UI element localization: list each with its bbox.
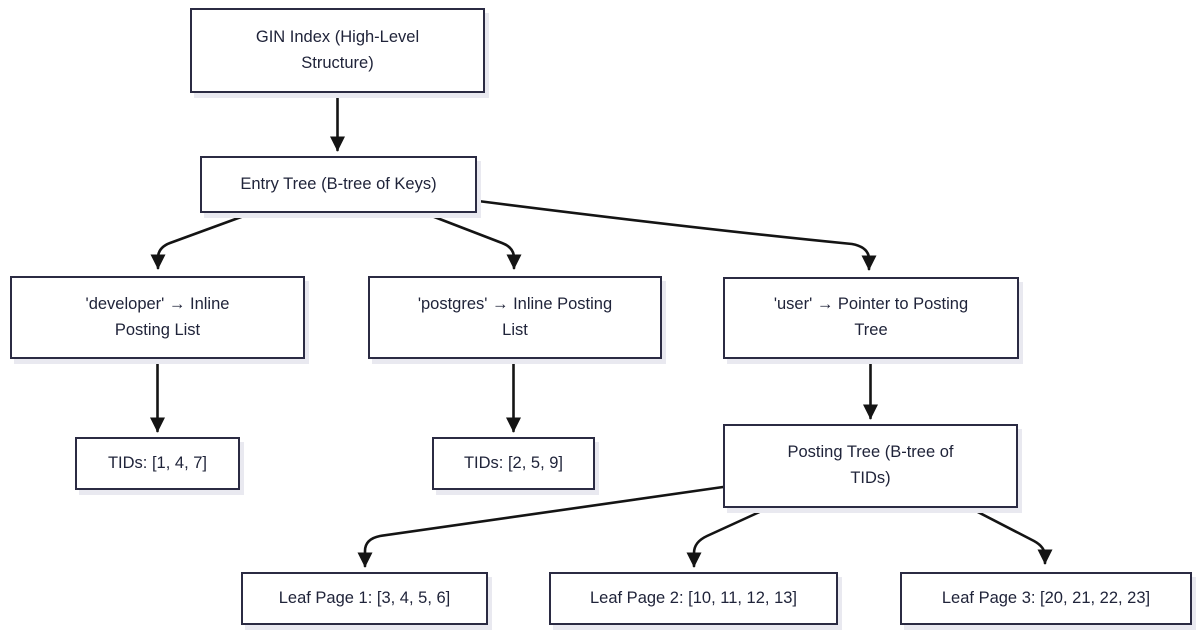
node-leaf-page-1-label: Leaf Page 1: [3, 4, 5, 6] — [278, 588, 451, 607]
node-leaf-page-3-label: Leaf Page 3: [20, 21, 22, 23] — [941, 588, 1151, 607]
node-leaf-page-1: Leaf Page 1: [3, 4, 5, 6] — [241, 572, 488, 625]
node-tids-postgres: TIDs: [2, 5, 9] — [432, 437, 595, 490]
node-postgres-key-label: 'postgres' → Inline Posting List — [417, 294, 613, 339]
edge-posting-to-leaf1 — [357, 485, 725, 568]
node-posting-tree: Posting Tree (B-tree of TIDs) — [723, 424, 1018, 508]
node-leaf-page-2-label: Leaf Page 2: [10, 11, 12, 13] — [589, 588, 798, 607]
node-gin-index-label: GIN Index (High-Level Structure) — [255, 27, 420, 72]
node-developer-key: 'developer' → Inline Posting List — [10, 276, 305, 359]
node-tids-developer-label: TIDs: [1, 4, 7] — [107, 453, 208, 472]
node-postgres-key: 'postgres' → Inline Posting List — [368, 276, 662, 359]
edge-entry-to-developer — [150, 211, 254, 270]
node-posting-tree-label: Posting Tree (B-tree of TIDs) — [787, 443, 954, 487]
node-tids-developer: TIDs: [1, 4, 7] — [75, 437, 240, 490]
edge-entry-to-user — [476, 199, 877, 271]
node-user-key-label: 'user' → Pointer to Posting Tree — [773, 295, 969, 339]
node-leaf-page-3: Leaf Page 3: [20, 21, 22, 23] — [900, 572, 1192, 625]
node-tids-postgres-label: TIDs: [2, 5, 9] — [463, 453, 564, 472]
node-user-key: 'user' → Pointer to Posting Tree — [723, 277, 1019, 359]
edge-entry-to-postgres — [422, 211, 522, 270]
edge-posting-to-leaf3 — [970, 507, 1053, 565]
node-leaf-page-2: Leaf Page 2: [10, 11, 12, 13] — [549, 572, 838, 625]
node-entry-tree-label: Entry Tree (B-tree of Keys) — [240, 174, 437, 193]
edge-posting-to-leaf2 — [686, 507, 768, 568]
node-entry-tree: Entry Tree (B-tree of Keys) — [200, 156, 477, 213]
node-gin-index: GIN Index (High-Level Structure) — [190, 8, 485, 93]
node-developer-key-label: 'developer' → Inline Posting List — [85, 294, 230, 339]
